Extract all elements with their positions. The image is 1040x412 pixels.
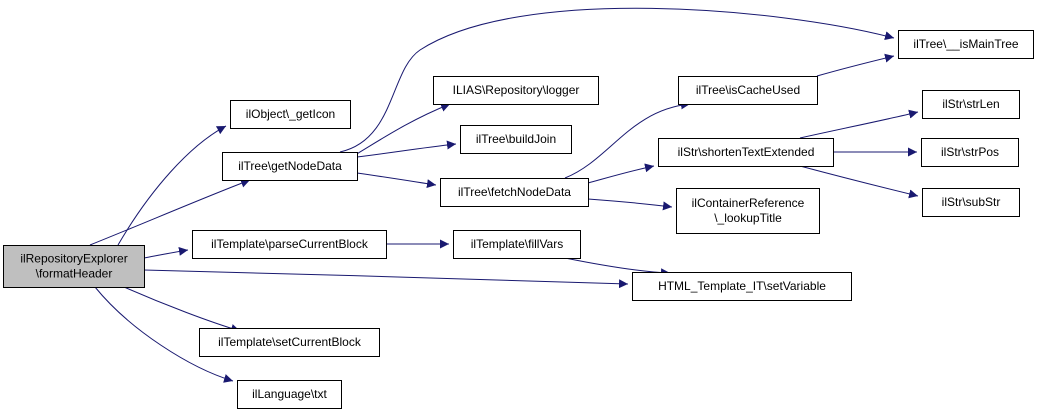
node-isMainTree[interactable]: ilTree\__isMainTree	[898, 30, 1034, 59]
node-label: ilTree\__isMainTree	[913, 37, 1018, 51]
node-box	[676, 188, 820, 234]
edge-fetchNodeData-lookupTitle	[587, 198, 673, 211]
edge-isCacheUsed-isMainTree	[816, 53, 895, 77]
edge-getNodeData-buildJoin	[356, 140, 457, 158]
edge-root-getNodeData	[89, 178, 251, 246]
node-fillVars[interactable]: ilTemplate\fillVars	[453, 230, 581, 259]
node-label: ilTree\getNodeData	[238, 159, 342, 173]
edge-fillVars-setVariable	[564, 257, 671, 278]
node-box	[632, 272, 852, 301]
node-box	[433, 76, 599, 105]
node-isCacheUsed[interactable]: ilTree\isCacheUsed	[678, 76, 818, 105]
node-box	[440, 178, 589, 207]
node-label: ilTree\buildJoin	[476, 132, 556, 146]
node-box	[237, 380, 342, 409]
node-buildJoin[interactable]: ilTree\buildJoin	[460, 125, 572, 154]
edge-getNodeData-logger	[354, 103, 451, 156]
edge-root-setVariable	[143, 269, 629, 289]
node-box	[453, 230, 581, 259]
node-label: ilTemplate\fillVars	[471, 237, 563, 251]
node-label: ilStr\strLen	[942, 97, 999, 111]
node-fetchNodeData[interactable]: ilTree\fetchNodeData	[440, 178, 589, 207]
node-box	[3, 245, 145, 288]
node-setVariable[interactable]: HTML_Template_IT\setVariable	[632, 272, 852, 301]
node-strLen[interactable]: ilStr\strLen	[922, 90, 1020, 119]
node-label: \formatHeader	[36, 267, 113, 281]
node-label: \_lookupTitle	[714, 211, 782, 225]
node-lookupTitle[interactable]: ilContainerReference\_lookupTitle	[676, 188, 820, 234]
node-label: ilLanguage\txt	[252, 387, 327, 401]
node-logger[interactable]: ILIAS\Repository\logger	[433, 76, 599, 105]
node-label: ilContainerReference	[692, 196, 805, 210]
edge-fetchNodeData-shortenTextExtended	[587, 163, 655, 184]
node-label: ilRepositoryExplorer	[20, 252, 127, 266]
edge-root-txt	[94, 286, 234, 383]
node-box	[658, 138, 834, 167]
edges-layer	[89, 7, 919, 383]
node-label: ilTemplate\parseCurrentBlock	[211, 237, 369, 251]
node-getNodeData[interactable]: ilTree\getNodeData	[222, 152, 358, 181]
node-shortenTextExtended[interactable]: ilStr\shortenTextExtended	[658, 138, 834, 167]
nodes-layer: ilRepositoryExplorer\formatHeader ilObjec…	[3, 30, 1034, 409]
node-box	[192, 230, 387, 259]
edge-shortenTextExtended-subStr	[799, 165, 919, 199]
edge-getNodeData-isMainTree	[339, 7, 895, 153]
node-box	[922, 188, 1020, 217]
node-subStr[interactable]: ilStr\subStr	[922, 188, 1020, 217]
edge-root-setCurrentBlock	[123, 286, 241, 333]
node-label: ILIAS\Repository\logger	[453, 83, 580, 97]
node-label: ilTree\isCacheUsed	[696, 83, 800, 97]
node-label: ilObject\_getIcon	[246, 107, 335, 121]
node-box	[921, 138, 1019, 167]
edge-root-parseCurrentBlock	[143, 246, 189, 259]
node-root[interactable]: ilRepositoryExplorer\formatHeader	[3, 245, 145, 288]
node-box	[230, 100, 351, 129]
node-box	[678, 76, 818, 105]
node-label: HTML_Template_IT\setVariable	[658, 279, 826, 293]
node-box	[199, 328, 380, 357]
edge-shortenTextExtended-strLen	[799, 109, 919, 139]
node-label: ilStr\strPos	[941, 145, 999, 159]
edge-getNodeData-fetchNodeData	[356, 172, 437, 189]
node-box	[222, 152, 358, 181]
node-box	[922, 90, 1020, 119]
node-getIcon[interactable]: ilObject\_getIcon	[230, 100, 351, 129]
node-label: ilTree\fetchNodeData	[458, 185, 571, 199]
node-label: ilStr\subStr	[942, 195, 1001, 209]
node-txt[interactable]: ilLanguage\txt	[237, 380, 342, 409]
node-strPos[interactable]: ilStr\strPos	[921, 138, 1019, 167]
node-setCurrentBlock[interactable]: ilTemplate\setCurrentBlock	[199, 328, 380, 357]
node-box	[898, 30, 1034, 59]
node-label: ilStr\shortenTextExtended	[678, 145, 815, 159]
node-parseCurrentBlock[interactable]: ilTemplate\parseCurrentBlock	[192, 230, 387, 259]
edge-fetchNodeData-isCacheUsed	[564, 100, 691, 179]
edge-root-getIcon	[117, 125, 227, 246]
node-box	[460, 125, 572, 154]
node-label: ilTemplate\setCurrentBlock	[218, 335, 362, 349]
